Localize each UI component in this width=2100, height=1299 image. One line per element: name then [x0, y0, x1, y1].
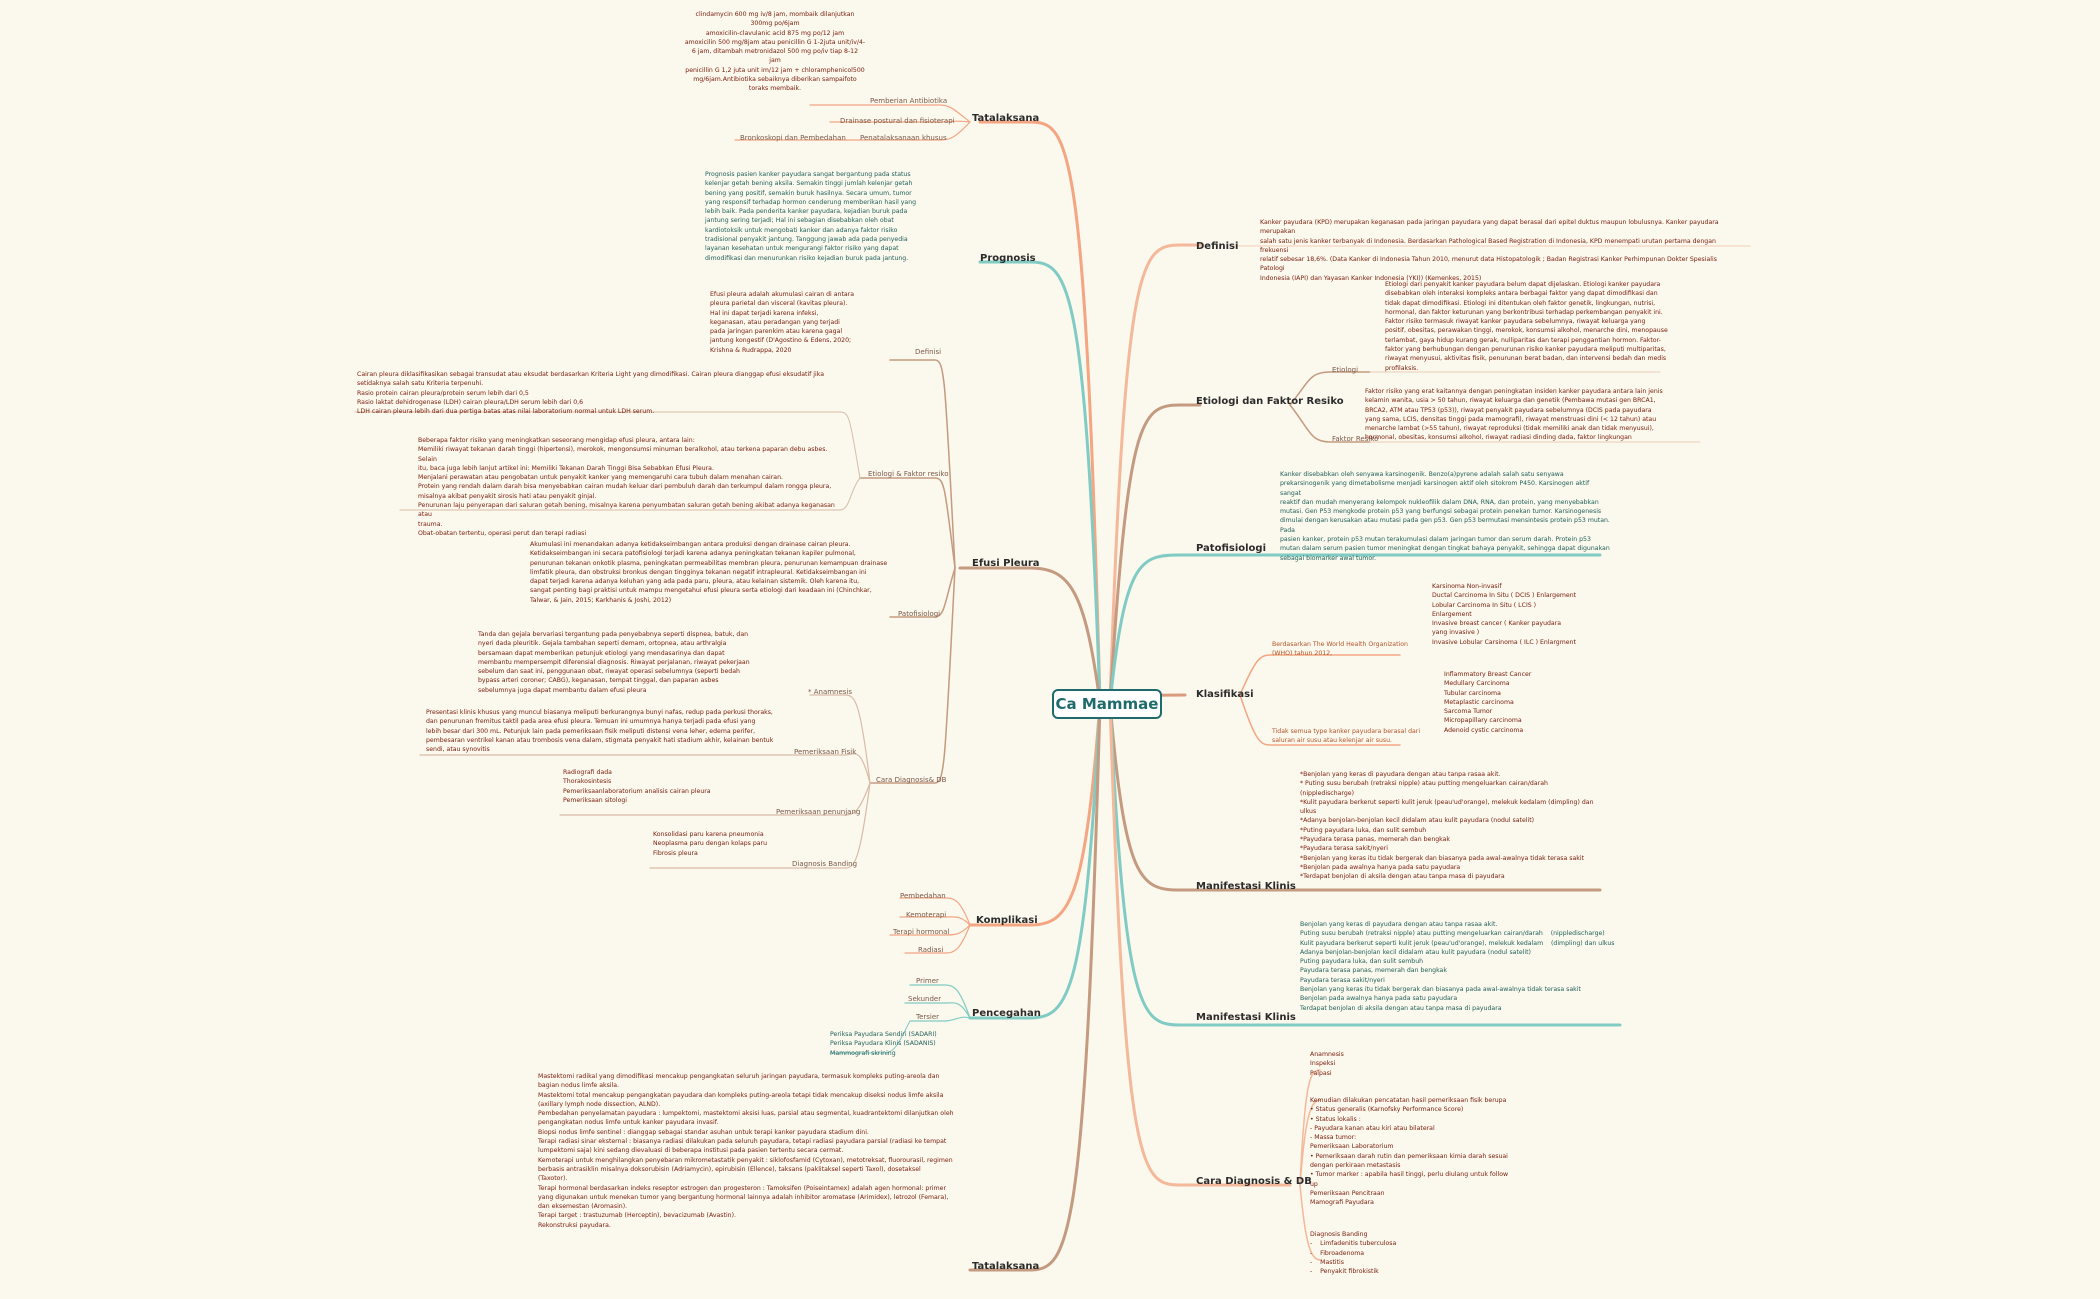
topic-manifestasi-klinis-1[interactable]: Manifestasi Klinis [1196, 881, 1296, 892]
efusi-fisik-label[interactable]: Pemeriksaan Fisik [794, 748, 857, 756]
prognosis-text: Prognosis pasien kanker payudara sangat … [705, 171, 917, 262]
efusi-klasifikasi-text: Cairan pleura diklasifikasikan sebagai t… [357, 371, 825, 416]
topic-manifestasi-klinis-2[interactable]: Manifestasi Klinis [1196, 1012, 1296, 1023]
efusi-definisi-text: Efusi pleura adalah akumulasi cairan di … [710, 291, 854, 354]
definisi-text: Kanker payudara (KPD) merupakan keganasa… [1260, 219, 1721, 282]
efusi-banding-label[interactable]: Diagnosis Banding [792, 860, 858, 868]
diagnosis-banding-list: Diagnosis Banding- Limfadenitis tubercul… [1310, 1231, 1397, 1276]
topic-efusi-pleura[interactable]: Efusi Pleura [972, 558, 1040, 569]
item-drainase-postural[interactable]: Drainase postural dan fisioterapi [840, 117, 955, 125]
efusi-etiologi-text: Beberapa faktor risiko yang meningkatkan… [418, 437, 837, 537]
klasifikasi-other-label[interactable]: Tidak semua type kanker payudara berasal… [1272, 728, 1421, 745]
topic-definisi[interactable]: Definisi [1196, 241, 1239, 252]
manifestasi-1-text: *Benjolan yang keras di payudara dengan … [1300, 771, 1594, 881]
efusi-etiologi-label[interactable]: Etiologi & Faktor resiko [868, 470, 949, 478]
tatalaksana-bottom-text: Mastektomi radikal yang dimodifikasi men… [538, 1073, 954, 1229]
pencegahan-skrining-list: Periksa Payudara Sendiri (SADARI)Periksa… [830, 1031, 937, 1057]
item-pemberian-antibiotika[interactable]: Pemberian Antibiotika [870, 97, 948, 105]
faktor-resiko-text: Faktor risiko yang erat kaitannya dengan… [1365, 388, 1663, 442]
topic-prognosis[interactable]: Prognosis [980, 253, 1036, 264]
topic-pencegahan[interactable]: Pencegahan [972, 1008, 1041, 1019]
efusi-definisi-label[interactable]: Definisi [915, 348, 942, 356]
subtopic-etiologi[interactable]: Etiologi [1332, 366, 1359, 374]
efusi-fisik-text: Presentasi klinis khusus yang muncul bia… [426, 709, 774, 754]
pencegahan-tersier[interactable]: Tersier [916, 1013, 940, 1021]
komplikasi-terapi-hormonal[interactable]: Terapi hormonal [893, 928, 950, 936]
efusi-anamnesis-label[interactable]: * Anamnesis [808, 688, 853, 696]
topic-komplikasi[interactable]: Komplikasi [976, 915, 1038, 926]
etiologi-text: Etiologi dari penyakit kanker payudara b… [1385, 281, 1668, 372]
central-topic[interactable]: Ca Mammae [1052, 689, 1162, 719]
efusi-patofisiologi-text: Akumulasi ini menandakan adanya ketidaks… [530, 541, 888, 604]
pencegahan-primer[interactable]: Primer [916, 977, 939, 985]
subtopic-faktor-resiko[interactable]: Faktor Resiko [1332, 435, 1379, 443]
diagnosis-fisik-text: Kemudian dilakukan pencatatan hasil peme… [1310, 1097, 1509, 1207]
antibiotik-text: clindamycin 600 mg iv/8 jam, mombaik dil… [684, 11, 866, 93]
item-bronkoskopi-pembedahan[interactable]: Bronkoskopi dan Pembedahan [740, 134, 846, 142]
efusi-anamnesis-text: Tanda dan gejala bervariasi tergantung p… [478, 631, 750, 694]
komplikasi-radiasi[interactable]: Radiasi [918, 946, 944, 954]
pencegahan-sekunder[interactable]: Sekunder [908, 995, 942, 1003]
topic-klasifikasi[interactable]: Klasifikasi [1196, 689, 1254, 700]
patofisiologi-text: Kanker disebabkan oleh senyawa karsinoge… [1280, 471, 1612, 562]
komplikasi-kemoterapi[interactable]: Kemoterapi [906, 911, 947, 919]
topic-patofisiologi[interactable]: Patofisiologi [1196, 543, 1267, 554]
efusi-penunjang-label[interactable]: Pemeriksaan penunjang [776, 808, 861, 816]
efusi-patofisiologi-label[interactable]: Patofisiologi [898, 610, 941, 618]
klasifikasi-who-label[interactable]: Berdasarkan The World Health Organizatio… [1272, 641, 1408, 658]
topic-cara-diagnosis-db[interactable]: Cara Diagnosis & DB [1196, 1176, 1312, 1187]
topic-tatalaksana-bottom[interactable]: Tatalaksana [972, 1261, 1040, 1272]
manifestasi-2-text: Benjolan yang keras di payudara dengan a… [1300, 921, 1615, 1012]
komplikasi-pembedahan[interactable]: Pembedahan [900, 892, 946, 900]
topic-tatalaksana-top[interactable]: Tatalaksana [972, 113, 1040, 124]
item-penatalaksanaan-khusus[interactable]: Penatalaksanaan khusus [860, 134, 947, 142]
topic-etiologi-faktor-resiko[interactable]: Etiologi dan Faktor Resiko [1196, 396, 1344, 407]
efusi-diagnosis-label[interactable]: Cara Diagnosis& DB [876, 776, 947, 784]
